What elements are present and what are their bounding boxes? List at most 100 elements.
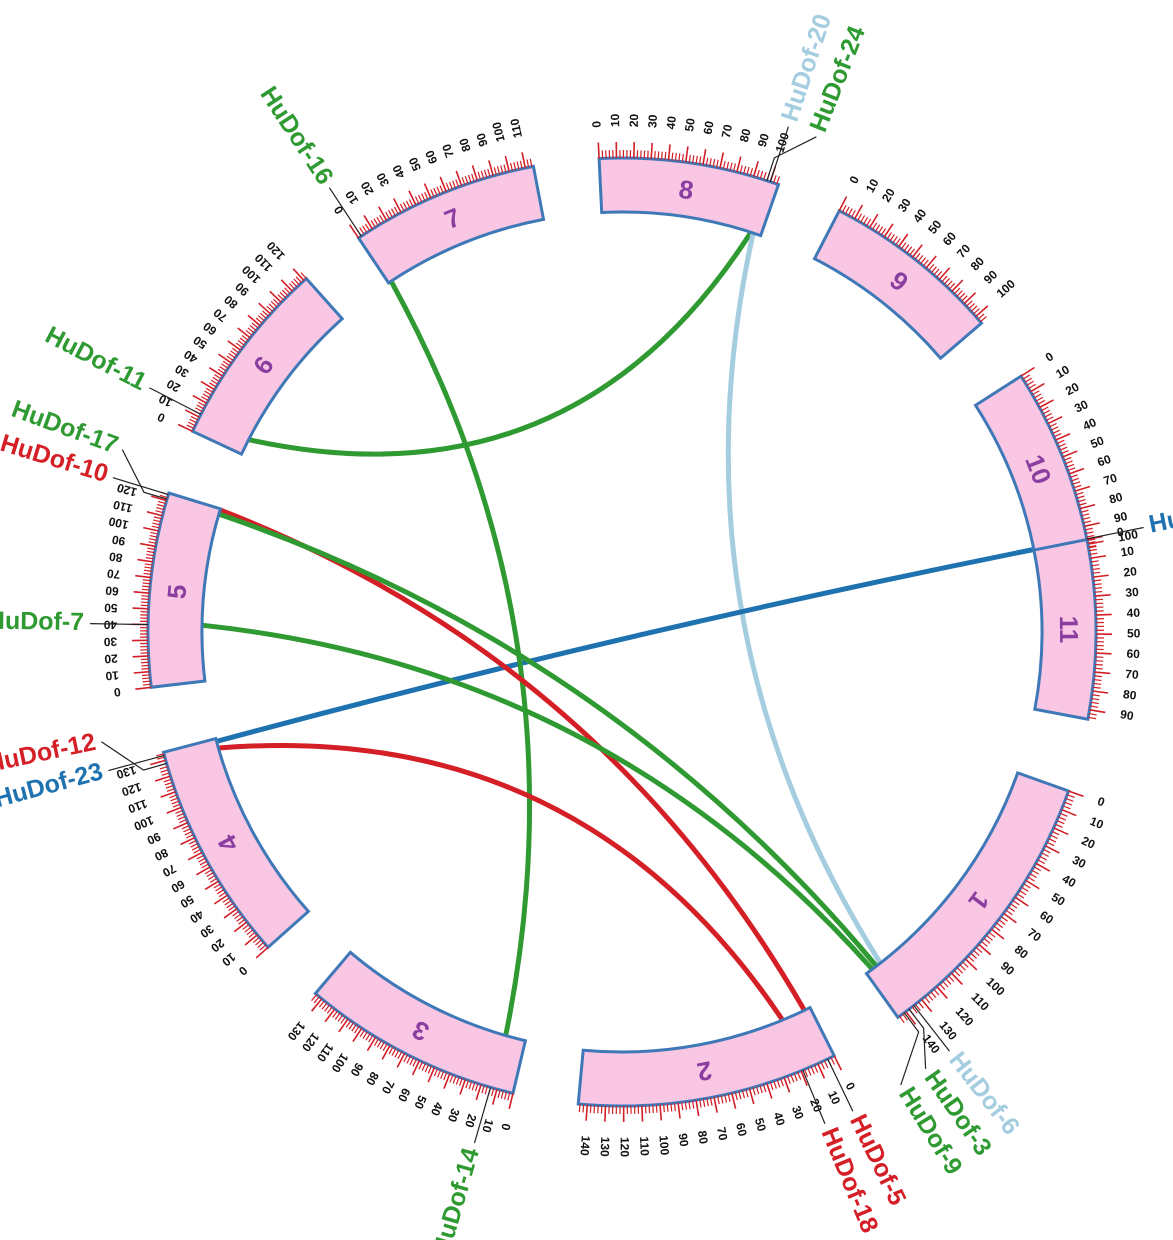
- tick-mark: [871, 222, 878, 230]
- tick-mark: [148, 541, 157, 544]
- tick-mark: [1091, 694, 1100, 697]
- tick-mark: [975, 305, 989, 318]
- tick-mark: [408, 199, 414, 207]
- tick-mark: [1042, 409, 1051, 415]
- tick-mark: [688, 1101, 691, 1110]
- tick-mark: [412, 1058, 417, 1067]
- tick-mark: [947, 975, 955, 982]
- tick-mark: [726, 161, 730, 170]
- tick-mark: [242, 924, 250, 930]
- tick-mark: [970, 952, 977, 959]
- tick-mark: [1012, 899, 1020, 906]
- tick-mark: [491, 1088, 498, 1105]
- tick-mark: [868, 213, 879, 229]
- tick-mark: [141, 674, 150, 677]
- chromosome-band-6: [190, 276, 345, 457]
- tick-label: 60: [1096, 452, 1114, 470]
- gene-leader-line: [101, 741, 167, 771]
- tick-mark: [152, 522, 161, 526]
- tick-label: 40: [1126, 606, 1140, 620]
- tick-mark: [247, 314, 261, 327]
- tick-mark: [258, 302, 272, 315]
- tick-mark: [990, 928, 1005, 940]
- tick-mark: [293, 278, 300, 286]
- tick-mark: [741, 1090, 746, 1099]
- tick-mark: [232, 910, 240, 917]
- tick-mark: [1093, 587, 1103, 590]
- tick-mark: [154, 775, 171, 782]
- tick-mark: [259, 312, 267, 320]
- tick-mark: [195, 407, 203, 413]
- tick-mark: [443, 1073, 451, 1089]
- tick-mark: [1093, 579, 1102, 582]
- tick-mark: [255, 317, 263, 324]
- tick-mark: [236, 916, 244, 922]
- tick-label: 0: [236, 963, 251, 978]
- tick-mark: [503, 1091, 508, 1100]
- tick-mark: [709, 158, 712, 167]
- tick-mark: [192, 394, 208, 404]
- tick-label: 70: [1025, 925, 1044, 944]
- tick-mark: [681, 153, 684, 162]
- tick-mark: [452, 1075, 457, 1084]
- tick-mark: [749, 167, 754, 176]
- tick-mark: [938, 267, 951, 281]
- tick-mark: [237, 340, 245, 346]
- gene-label: HuDof-26: [1146, 489, 1173, 538]
- tick-mark: [743, 165, 747, 175]
- tick-label: 70: [160, 861, 179, 880]
- tick-mark: [222, 360, 231, 367]
- chromosome-band-9: [812, 208, 984, 361]
- chromosome-band-11: [1032, 537, 1098, 721]
- link-HuDof-16-HuDof-14: [389, 280, 532, 1037]
- tick-mark: [1093, 583, 1102, 586]
- tick-mark: [677, 1102, 681, 1119]
- tick-mark: [233, 921, 248, 933]
- tick-label: 70: [719, 123, 736, 139]
- tick-mark: [698, 156, 702, 165]
- tick-mark: [597, 142, 600, 159]
- tick-mark: [214, 374, 222, 380]
- tick-mark: [850, 209, 856, 218]
- tick-mark: [198, 857, 206, 863]
- tick-mark: [953, 969, 961, 977]
- synteny-links: [201, 231, 1035, 1037]
- gene-leader-line: [149, 387, 202, 415]
- tick-label: 20: [807, 1097, 825, 1115]
- tick-mark: [526, 159, 530, 168]
- tick-mark: [720, 1095, 724, 1104]
- tick-mark: [895, 238, 901, 246]
- tick-label: 90: [1119, 707, 1135, 723]
- tick-mark: [245, 329, 253, 336]
- tick-mark: [248, 931, 256, 938]
- tick-mark: [1082, 516, 1091, 520]
- tick-mark: [161, 772, 170, 776]
- tick-mark: [142, 579, 151, 582]
- tick-label: 120: [618, 1137, 632, 1157]
- tick-label: 30: [197, 922, 216, 941]
- tick-mark: [664, 151, 667, 161]
- tick-label: 10: [1088, 814, 1106, 832]
- tick-mark: [257, 315, 265, 322]
- tick-label: 90: [474, 131, 491, 148]
- tick-mark: [863, 216, 869, 225]
- tick-mark: [230, 350, 238, 356]
- tick-mark: [978, 943, 992, 956]
- tick-mark: [1033, 866, 1042, 872]
- tick-mark: [507, 1092, 511, 1101]
- tick-mark: [188, 839, 197, 845]
- tick-mark: [445, 182, 450, 191]
- tick-mark: [321, 1002, 328, 1010]
- tick-mark: [911, 1006, 918, 1014]
- tick-mark: [930, 991, 937, 999]
- tick-mark: [776, 1079, 781, 1088]
- tick-mark: [504, 155, 510, 172]
- tick-mark: [455, 170, 463, 187]
- tick-mark: [973, 308, 980, 315]
- gene-label: HuDof-16: [254, 81, 338, 189]
- tick-mark: [176, 812, 185, 818]
- tick-label: 50: [104, 600, 118, 615]
